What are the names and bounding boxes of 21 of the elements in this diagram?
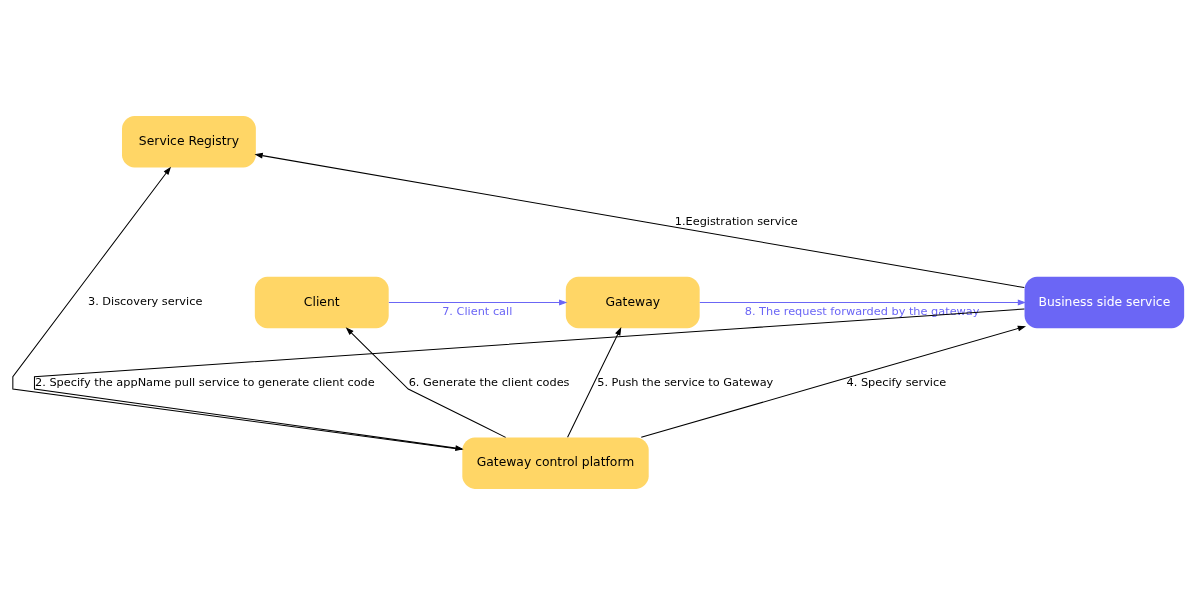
node-box: Business side service: [1024, 276, 1185, 329]
edge-label: 2. Specify the appName pull service to generate client code: [35, 374, 375, 389]
arrow: [388, 299, 568, 306]
node-box: Service Registry: [122, 116, 256, 168]
node-box: Client: [254, 276, 389, 329]
edge-label: 7. Client call: [442, 303, 513, 318]
edge-label: 4. Specify service: [846, 374, 947, 389]
arrow: [699, 299, 1027, 306]
arrow: [254, 152, 1025, 289]
arrow: [640, 325, 1027, 438]
arrow: [345, 327, 507, 438]
node-box: Gateway: [565, 276, 700, 329]
arrow: [567, 327, 622, 438]
edge-label: 3. Discovery service: [87, 294, 203, 309]
arrow: [12, 166, 463, 451]
arrow: [33, 308, 1025, 451]
edge-label: 1.Eegistration service: [674, 214, 798, 229]
node-box: Gateway control platform: [462, 437, 649, 489]
edge-label: 6. Generate the client codes: [408, 374, 570, 389]
edge-label: 5. Push the service to Gateway: [597, 374, 774, 389]
edge-label: 8. The request forwarded by the gateway: [744, 303, 980, 318]
